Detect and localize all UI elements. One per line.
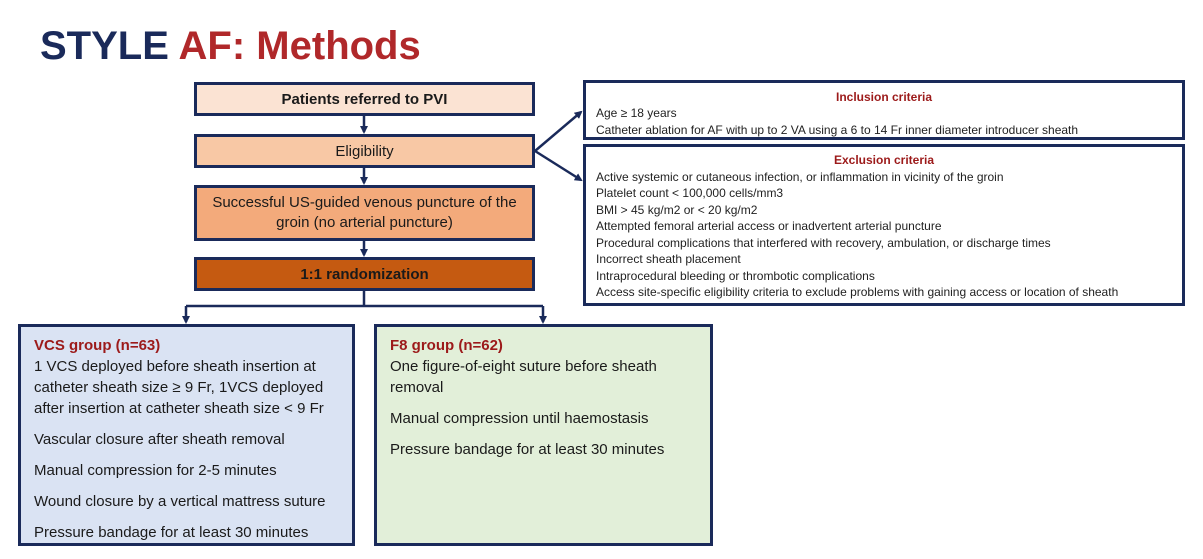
inclusion-heading: Inclusion criteria [835, 90, 933, 104]
exclusion-item: Active systemic or cutaneous infection, … [596, 169, 1004, 184]
vcs-group-item: 1 VCS deployed before sheath insertion a… [34, 358, 324, 417]
eligibility-label: Eligibility [335, 142, 394, 160]
exclusion-item: Access site-specific eligibility criteri… [596, 285, 1119, 299]
inclusion-criteria-box: Inclusion criteria Age ≥ 18 years Cathet… [583, 80, 1185, 140]
randomization-label: 1:1 randomization [300, 265, 429, 283]
arrow-eligibility-exclusion [534, 149, 583, 182]
inclusion-item: Age ≥ 18 years [596, 106, 677, 121]
exclusion-criteria-box: Exclusion criteria Active systemic or cu… [583, 144, 1185, 306]
venous-puncture-box: Successful US-guided venous puncture of … [194, 185, 535, 241]
slide-title: STYLE AF: Methods [40, 24, 421, 69]
f8-group-heading: F8 group (n=62) [390, 337, 503, 354]
inclusion-item: Catheter ablation for AF with up to 2 VA… [596, 122, 1079, 137]
randomization-box: 1:1 randomization [194, 257, 535, 291]
patients-referred-label: Patients referred to PVI [281, 90, 448, 108]
exclusion-item: Attempted femoral arterial access or ina… [596, 219, 942, 233]
exclusion-item: Incorrect sheath placement [596, 252, 741, 266]
vcs-group-heading: VCS group (n=63) [34, 337, 161, 354]
exclusion-item: BMI > 45 kg/m2 or < 20 kg/m2 [596, 202, 758, 217]
exclusion-item: Procedural complications that interfered… [596, 235, 1051, 250]
venous-puncture-label: Successful US-guided venous puncture of … [212, 194, 517, 231]
exclusion-heading: Exclusion criteria [833, 153, 935, 167]
exclusion-item: Intraprocedural bleeding or thrombotic c… [596, 268, 875, 283]
patients-referred-box: Patients referred to PVI [194, 82, 535, 116]
f8-group-item: Manual compression until haemostasis [390, 410, 649, 427]
vcs-group-item: Vascular closure after sheath removal [34, 431, 285, 448]
f8-group-item: Pressure bandage for at least 30 minutes [390, 441, 665, 458]
vcs-group-item: Pressure bandage for at least 30 minutes [34, 524, 309, 541]
exclusion-item: Platelet count < 100,000 cells/mm3 [596, 186, 784, 200]
eligibility-box: Eligibility [194, 134, 535, 168]
vcs-group-item: Wound closure by a vertical mattress sut… [34, 493, 326, 510]
vcs-group-box: VCS group (n=63) 1 VCS deployed before s… [18, 324, 355, 546]
vcs-group-item: Manual compression for 2-5 minutes [34, 462, 277, 479]
f8-group-box: F8 group (n=62) One figure-of-eight sutu… [374, 324, 713, 546]
title-af-methods: AF: Methods [178, 24, 421, 68]
arrow-eligibility-inclusion [534, 110, 583, 152]
title-style: STYLE [40, 24, 169, 68]
f8-group-item: One figure-of-eight suture before sheath… [390, 358, 657, 396]
